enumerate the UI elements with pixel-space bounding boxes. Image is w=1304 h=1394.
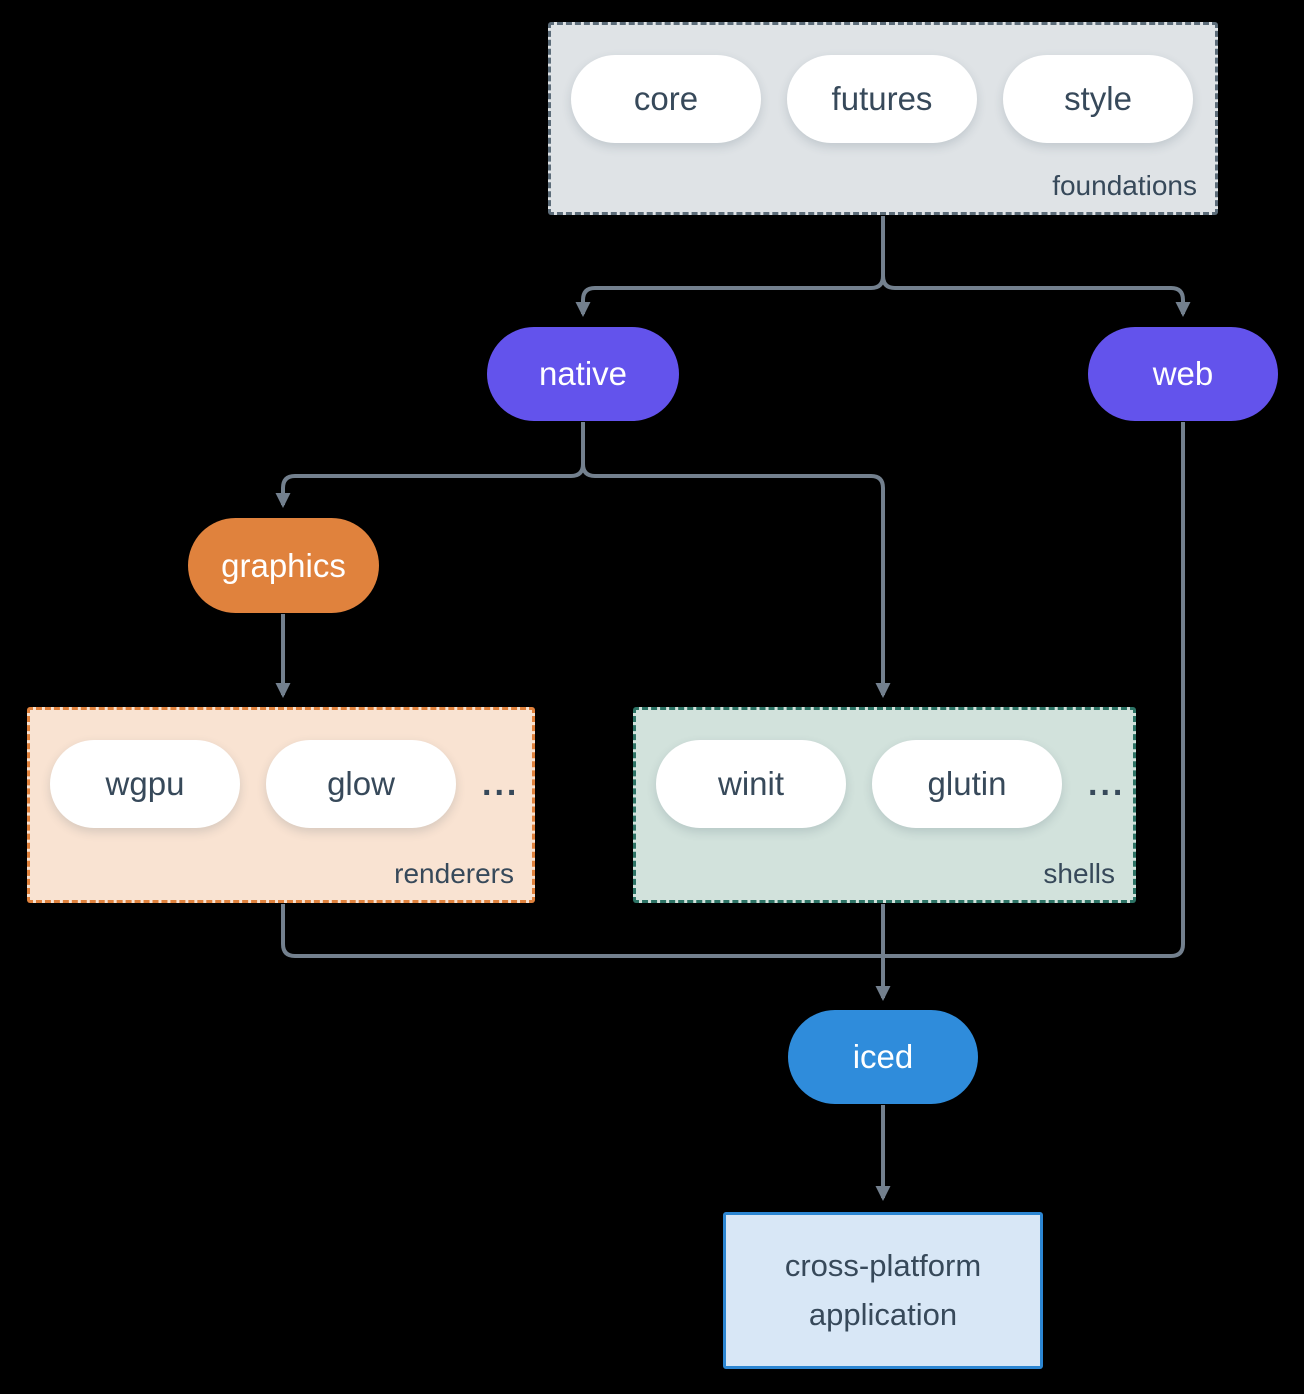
node-glow: glow [266,740,456,828]
node-cross-platform-application: cross-platform application [723,1212,1043,1369]
group-label-renderers: renderers [394,858,514,889]
shells-pill-row: winit glutin ... [636,710,1133,828]
edge-foundations-to-web [881,216,1191,317]
node-core: core [571,55,761,143]
group-label-shells: shells [1043,858,1115,889]
node-futures: futures [787,55,977,143]
edge-web-to-merge [883,422,1185,958]
edge-foundations-to-native [575,216,885,317]
node-winit: winit [656,740,846,828]
group-foundations: core futures style foundations [548,22,1218,215]
node-wgpu: wgpu [50,740,240,828]
group-label-foundations: foundations [1052,170,1197,201]
node-web: web [1088,327,1278,421]
foundations-pill-row: core futures style [551,25,1215,143]
edge-native-to-shells [581,422,891,698]
renderers-pill-row: wgpu glow ... [30,710,532,828]
node-glutin: glutin [872,740,1062,828]
node-graphics: graphics [188,518,379,613]
edge-native-to-graphics [275,422,585,508]
group-shells: winit glutin ... shells [633,707,1136,903]
node-style: style [1003,55,1193,143]
renderers-ellipsis: ... [482,765,520,803]
shells-ellipsis: ... [1088,765,1126,803]
edge-renderers-to-merge [281,904,883,958]
node-native: native [487,327,679,421]
group-renderers: wgpu glow ... renderers [27,707,535,903]
node-iced: iced [788,1010,978,1104]
